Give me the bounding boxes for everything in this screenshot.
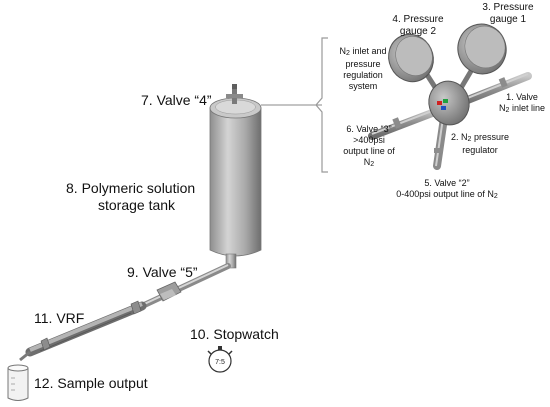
valve-3-label: 6. Valve “3” >400psi output line of N2 xyxy=(336,124,402,170)
pressure-gauge-2-label-line1: 4. Pressure xyxy=(392,14,444,25)
outlet-pipe xyxy=(137,263,231,310)
tank-label-line1: 8. Polymeric solution xyxy=(66,180,196,196)
pressure-gauge-2-label-line2: gauge 2 xyxy=(399,26,437,37)
sample-beaker xyxy=(7,364,29,401)
valve-5-label: 9. Valve “5” xyxy=(127,264,198,280)
valve-2-line1: 5. Valve “2” xyxy=(424,178,470,188)
n2-system-label: N2 inlet and pressure regulation system xyxy=(330,46,396,92)
n2-system-line1: inlet and xyxy=(349,46,387,56)
valve-3-sub: 2 xyxy=(370,161,375,168)
regulator-line1: pressure xyxy=(471,132,509,142)
n2-system-sub: 2 xyxy=(346,50,350,57)
valve-3-line1: 6. Valve “3” xyxy=(346,124,392,134)
valve-4 xyxy=(226,84,243,104)
inset-bracket xyxy=(315,37,328,173)
pressure-gauge-1-label-line2: gauge 1 xyxy=(489,14,527,25)
n2-system-line2: pressure xyxy=(345,59,381,69)
valve-3-n: N xyxy=(363,157,371,167)
valve-2-line2: 0-400psi output line of N xyxy=(396,189,494,199)
stopwatch-label: 10. Stopwatch xyxy=(190,326,279,342)
n2-system-line3: regulation xyxy=(343,70,383,80)
valve-1-n: N xyxy=(499,103,506,113)
regulator-sub: 2 xyxy=(467,136,472,143)
n2-system-line4: system xyxy=(348,81,378,91)
valve-3-line2: >400psi xyxy=(353,135,385,145)
pressure-gauge-1-label-line1: 3. Pressure xyxy=(482,2,534,13)
valve-3-line3: output line of xyxy=(343,146,395,156)
pressure-gauge-1-label: 3. Pressure gauge 1 xyxy=(472,2,544,26)
valve-2-label: 5. Valve “2” 0-400psi output line of N2 xyxy=(372,178,522,202)
stopwatch-icon xyxy=(207,346,233,373)
tank-label-line2: storage tank xyxy=(98,197,176,213)
valve-5 xyxy=(156,281,182,302)
storage-tank xyxy=(209,97,262,269)
pressure-gauge-2 xyxy=(388,33,443,97)
sample-output-label: 12. Sample output xyxy=(34,375,148,391)
valve-1-line1: 1. Valve xyxy=(506,92,538,102)
n2-pressure-regulator xyxy=(428,80,470,126)
vrf-label: 11. VRF xyxy=(34,310,85,326)
valve-1-sub: 2 xyxy=(505,107,510,114)
n2-system-n: N xyxy=(339,46,347,56)
regulator-n: 2. N xyxy=(451,132,468,142)
valve-4-label: 7. Valve “4” xyxy=(141,92,212,108)
valve-1-label: 1. Valve N2 inlet line xyxy=(496,92,548,116)
pressure-gauge-2-label: 4. Pressure gauge 2 xyxy=(382,14,454,38)
regulator-label: 2. N2 pressure regulator xyxy=(444,132,516,156)
valve-2-sub: 2 xyxy=(493,193,498,200)
vrf-tube xyxy=(19,300,147,362)
regulator-line2: regulator xyxy=(462,145,498,155)
stopwatch-face-text: 7:5 xyxy=(215,359,225,366)
valve-1-line2: inlet line xyxy=(509,103,545,113)
